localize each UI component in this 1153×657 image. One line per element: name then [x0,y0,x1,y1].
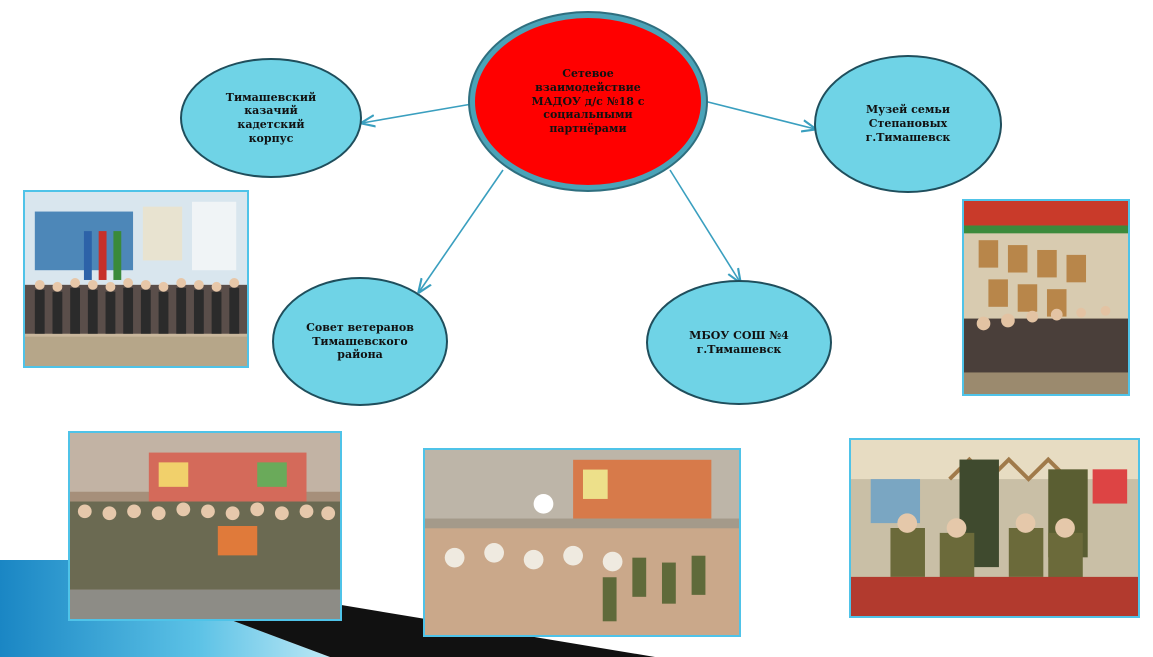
connector-veterans [419,169,504,292]
center-node-label: Сетевое взаимодействие МАДОУ д/с №18 с с… [531,67,645,136]
node-veterans-label: Совет ветеранов Тимашевского района [306,320,414,362]
photo-cadet-hall [23,190,249,368]
node-school: МБОУ СОШ №4 г.Тимашевск [646,280,832,405]
connector-school [669,169,740,282]
node-cadet-corps: Тимашевский казачий кадетский корпус [180,58,362,178]
node-cadet-corps-label: Тимашевский казачий кадетский корпус [225,90,317,145]
connector-museum [703,100,815,129]
photo-museum-portraits [962,199,1130,396]
node-museum: Музей семьи Степановых г.Тимашевск [814,55,1002,193]
node-veterans: Совет ветеранов Тимашевского района [272,277,448,406]
connector-cadet [362,103,473,123]
node-school-label: МБОУ СОШ №4 г.Тимашевск [689,328,789,356]
photo-school-dance [423,448,741,637]
photo-museum-uniforms [849,438,1140,618]
photo-veterans-group [68,431,342,621]
node-museum-label: Музей семьи Степановых г.Тимашевск [865,103,951,144]
center-node: Сетевое взаимодействие МАДОУ д/с №18 с с… [470,13,706,190]
